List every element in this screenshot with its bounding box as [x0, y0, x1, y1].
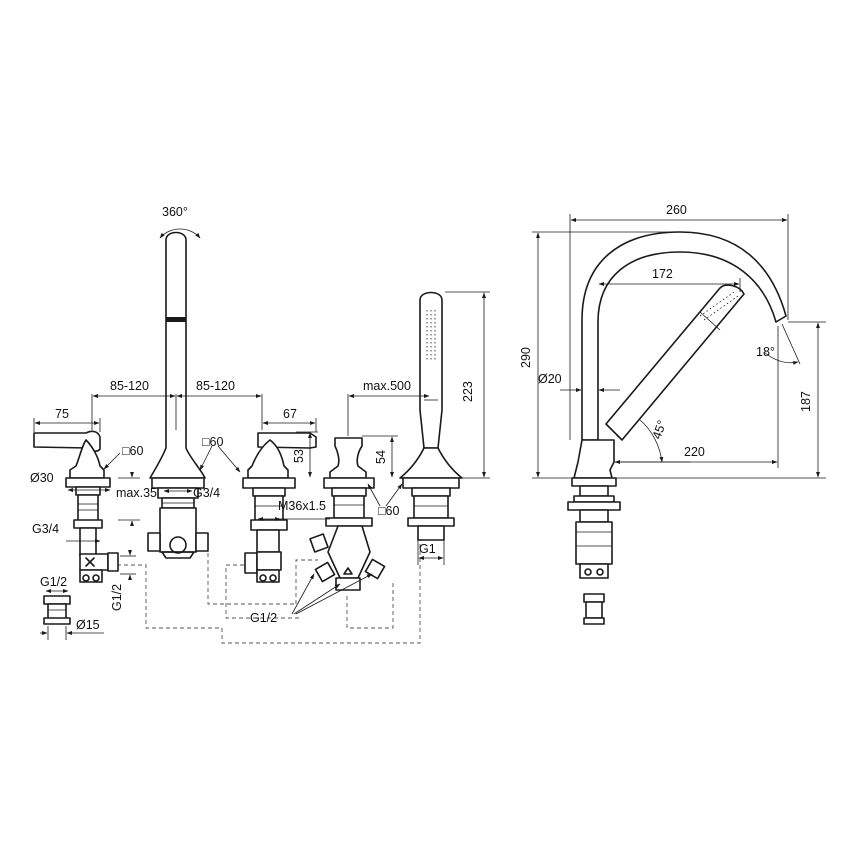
left-valve	[33, 430, 119, 583]
label-height-290: 290	[519, 347, 533, 368]
label-thread-m36: M36x1.5	[278, 499, 326, 513]
label-thread-g12-vert: G1/2	[110, 584, 124, 611]
label-height-187: 187	[799, 391, 813, 412]
label-thread-g12-left: G1/2	[40, 575, 67, 589]
side-view-mixer	[567, 231, 787, 625]
shower-nozzles	[426, 310, 436, 360]
label-dia-30: Ø30	[30, 471, 54, 485]
label-height-53: 53	[292, 449, 306, 463]
label-width-220: 220	[684, 445, 705, 459]
dimension-lines	[33, 214, 826, 640]
label-spacing-left: 85-120	[110, 379, 149, 393]
loose-connector	[43, 595, 71, 625]
side-shower-nozzles	[699, 291, 739, 321]
label-thread-g1: G1	[419, 542, 436, 556]
labels: 360° 85-120 85-120 75 67 □60 □60 □60 max…	[30, 203, 813, 632]
label-dia-20: Ø20	[538, 372, 562, 386]
label-square-right: □60	[378, 504, 400, 518]
label-thread-g34-mid: G3/4	[193, 486, 220, 500]
label-angle-45: 45°	[650, 418, 670, 441]
label-width-172: 172	[652, 267, 673, 281]
label-max-spout: max.500	[363, 379, 411, 393]
label-width-260: 260	[666, 203, 687, 217]
label-handle-width-left: 75	[55, 407, 69, 421]
dashed-pipe-connections	[117, 540, 421, 644]
label-spacing-right: 85-120	[196, 379, 235, 393]
label-square-mid: □60	[202, 435, 224, 449]
hand-shower	[399, 291, 463, 541]
label-max-35: max.35	[116, 486, 157, 500]
label-rotation: 360°	[162, 205, 188, 219]
label-height-54: 54	[374, 450, 388, 464]
label-angle-18: 18°	[756, 345, 775, 359]
label-square-left: □60	[122, 444, 144, 458]
label-thread-g12-bottom: G1/2	[250, 611, 277, 625]
label-handle-width-right: 67	[283, 407, 297, 421]
label-height-223: 223	[461, 381, 475, 402]
label-dia-15: Ø15	[76, 618, 100, 632]
label-thread-g34-left: G3/4	[32, 522, 59, 536]
center-spout	[147, 228, 209, 559]
